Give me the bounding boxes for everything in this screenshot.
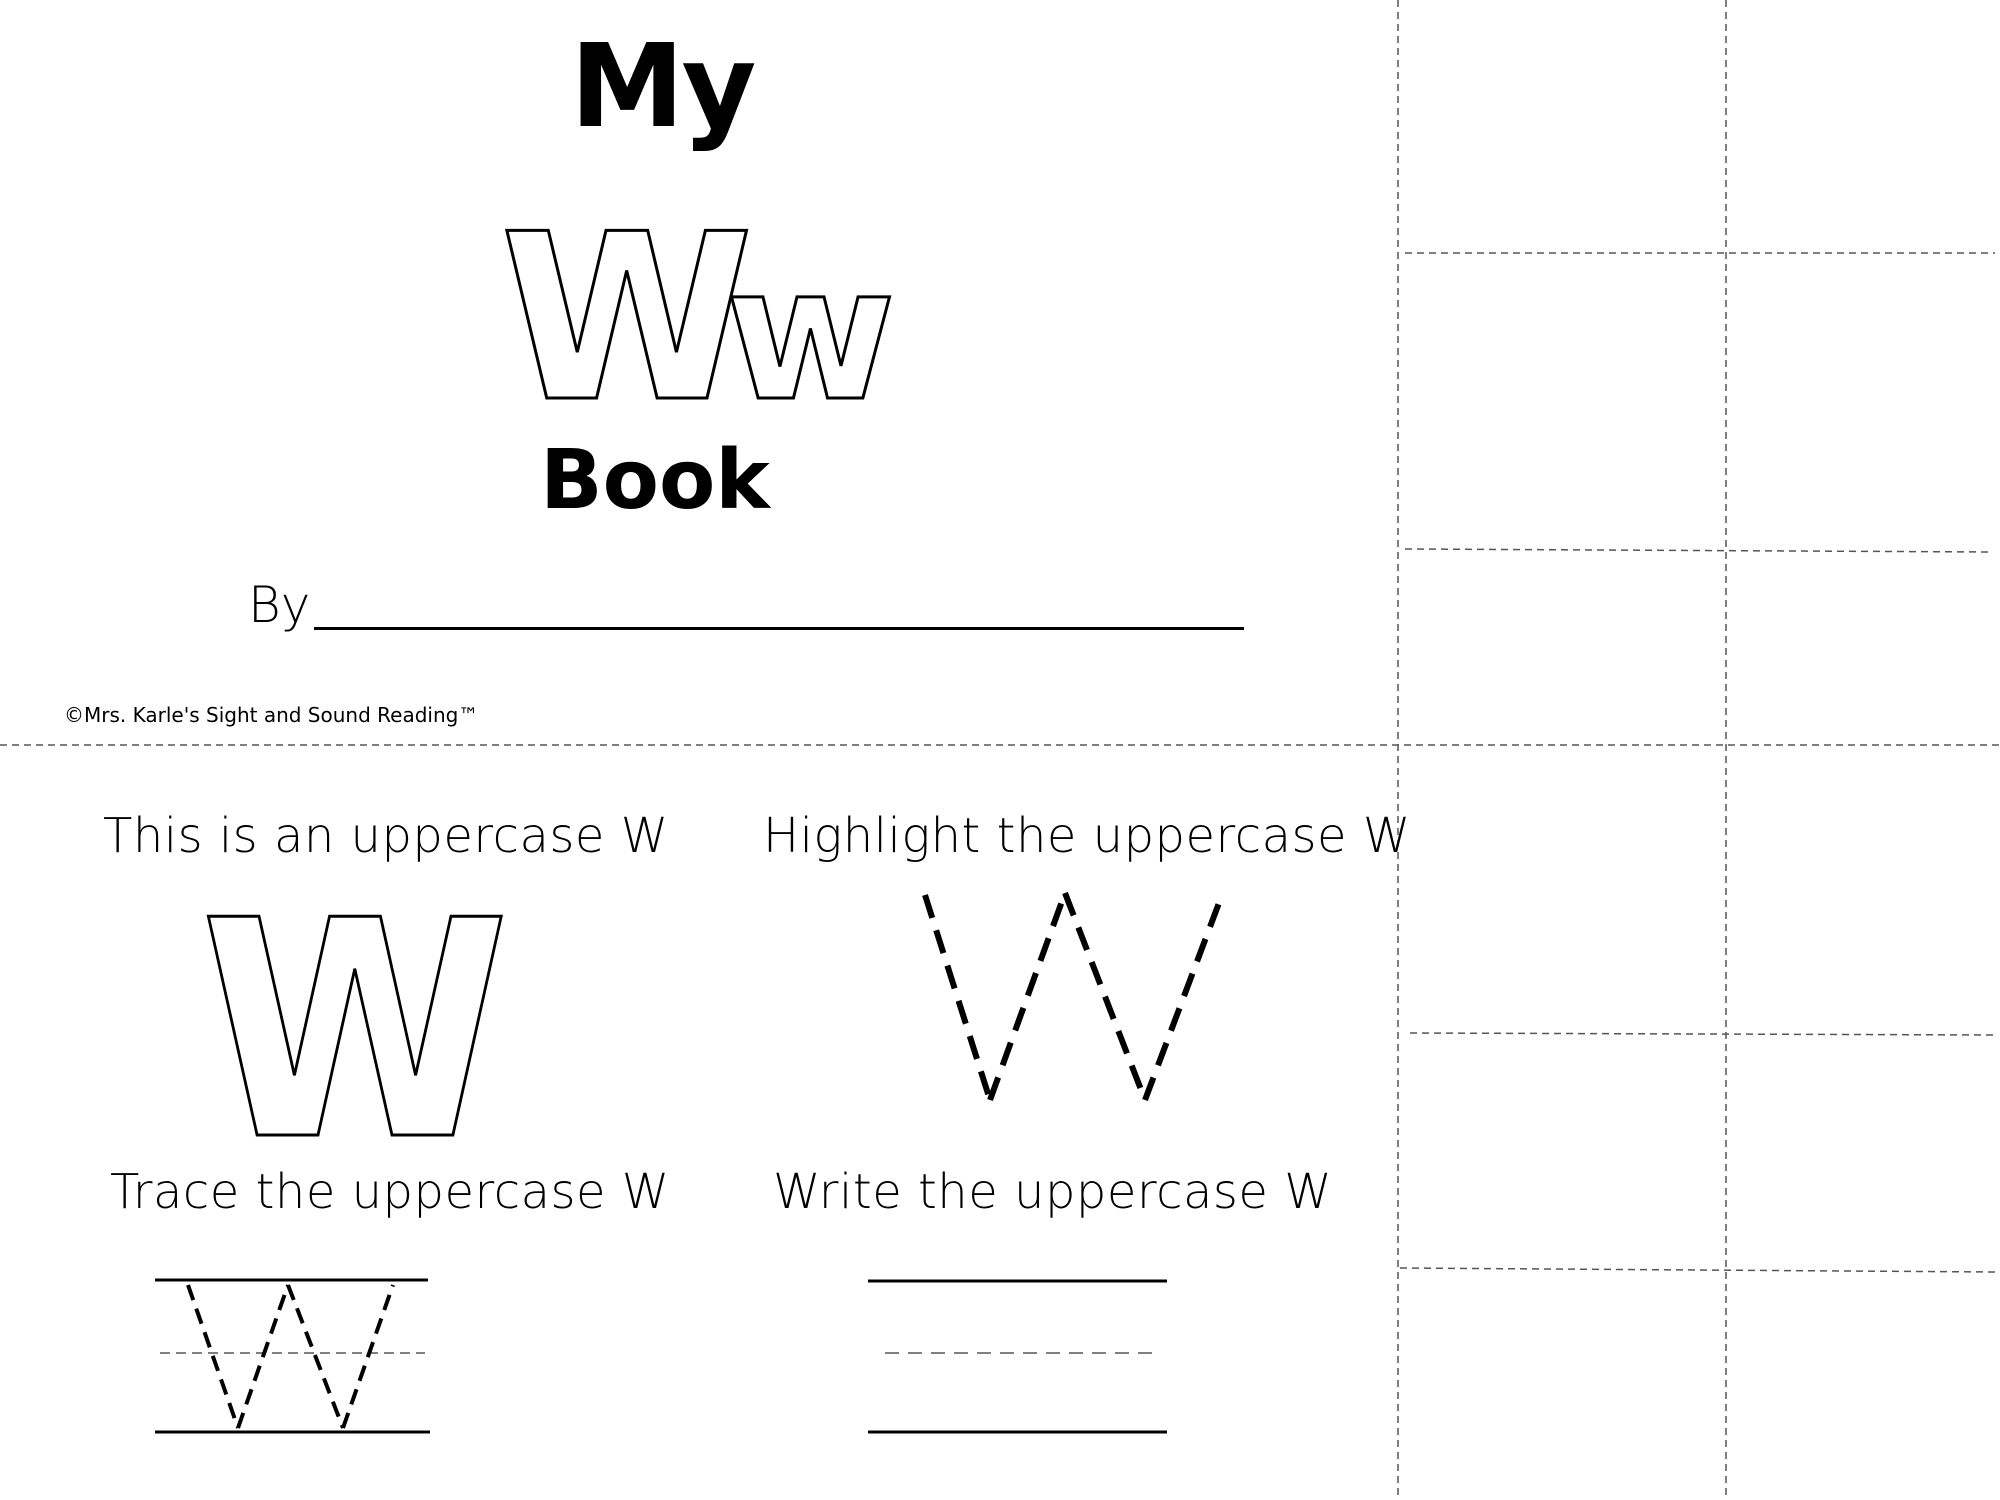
write-prompt: Write the uppercase W xyxy=(773,1164,1333,1220)
intro-outline-w: W xyxy=(200,857,510,1206)
cover-outline-upper-w: W xyxy=(500,186,754,453)
trace-dashed-w xyxy=(186,1284,395,1429)
by-label: By xyxy=(248,576,311,634)
grid-line-2 xyxy=(1404,548,1991,553)
author-field[interactable]: By xyxy=(248,575,1245,635)
grid-line-4 xyxy=(1399,1267,1996,1273)
cover-title-book: Book xyxy=(540,433,770,528)
intro-prompt: This is an uppercase W xyxy=(103,808,669,864)
cover-title-my: My xyxy=(570,20,756,154)
trace-prompt: Trace the uppercase W xyxy=(110,1164,670,1220)
highlight-prompt: Highlight the uppercase W xyxy=(763,808,1411,864)
grid-line-3 xyxy=(1409,1032,1996,1036)
cover-outline-lower-w: w xyxy=(725,226,896,442)
copyright-notice: ©Mrs. Karle's Sight and Sound Reading™ xyxy=(64,703,479,727)
author-write-line[interactable] xyxy=(314,575,1245,630)
